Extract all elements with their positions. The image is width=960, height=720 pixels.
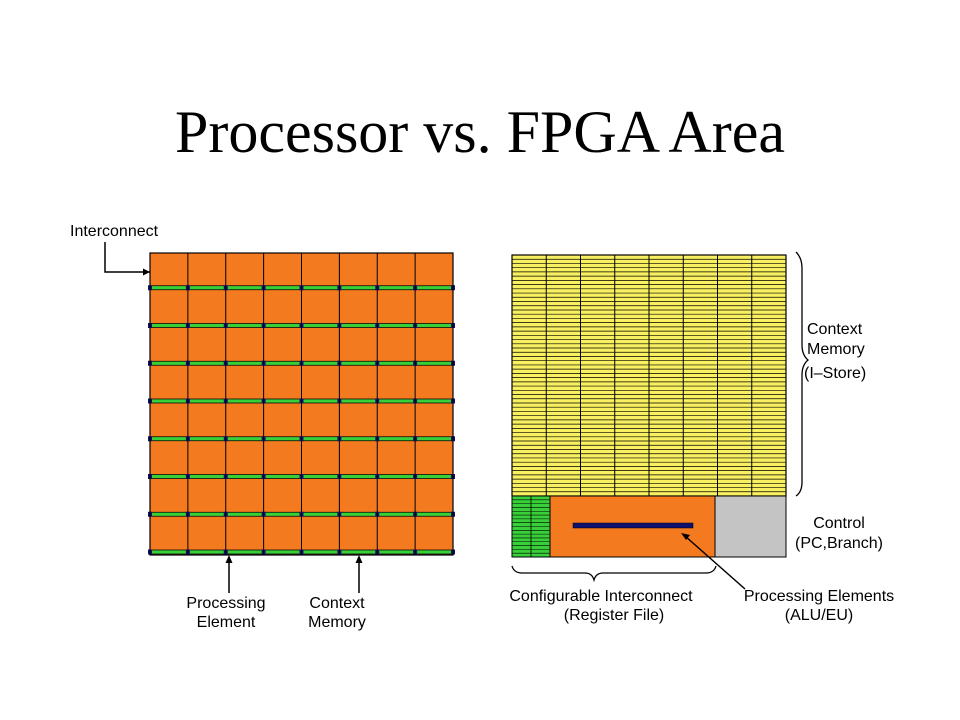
configurable-interconnect-label-line1: Configurable Interconnect [509, 588, 693, 605]
processor-datapath-bar [572, 522, 694, 529]
fpga-interconnect-leader [104, 242, 150, 273]
processing-elements-arrowhead [681, 533, 690, 540]
processing-elements-label-line1: Processing Elements [744, 588, 894, 605]
configurable-interconnect-label-line2: (Register File) [564, 607, 664, 624]
fpga-context-memory-arrowhead [355, 555, 363, 563]
context-memory-brace [795, 251, 810, 497]
configurable-interconnect-brace [511, 565, 717, 583]
control-label-line2: (PC,Branch) [795, 535, 883, 552]
fpga-pe-label-line1: Processing [186, 595, 265, 612]
fpga-context-memory-label-line1: Context [309, 595, 365, 612]
fpga-interconnect-arrowhead [143, 268, 150, 276]
processing-elements-label-line2: (ALU/EU) [785, 607, 853, 624]
proc-context-memory-label-line1: Context [807, 321, 863, 338]
processor-control-block [714, 495, 787, 558]
fpga-pe-arrowhead [225, 555, 233, 563]
control-label-line1: Control [813, 515, 865, 532]
slide-title: Processor vs. FPGA Area [175, 99, 785, 165]
fpga-pe-label-line2: Element [197, 614, 256, 631]
proc-context-memory-label-line2: Memory [807, 341, 865, 358]
processing-elements-leader [684, 535, 746, 590]
processor-context-memory-block [511, 254, 787, 497]
fpga-grid [148, 252, 455, 556]
processor-interconnect-block [511, 495, 551, 558]
fpga-interconnect-label: Interconnect [70, 223, 159, 240]
proc-context-memory-label-line3: (I–Store) [804, 365, 866, 382]
fpga-array-border [149, 252, 454, 556]
fpga-context-memory-label-line2: Memory [308, 614, 366, 631]
